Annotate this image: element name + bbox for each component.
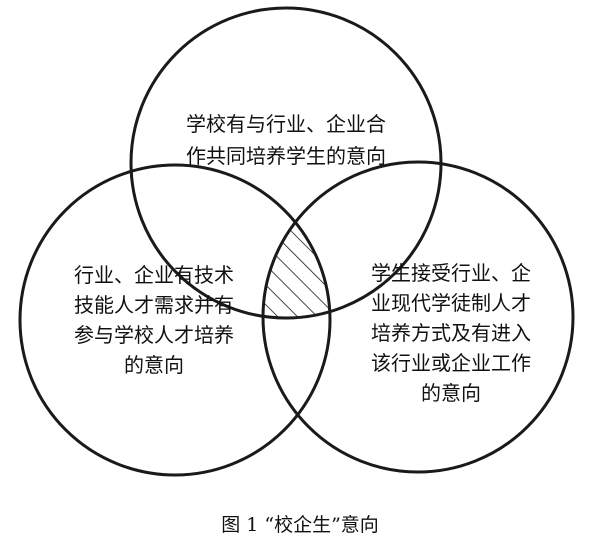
circle-enterprise [18, 163, 332, 477]
enterprise-intention-line-2: 技能人才需求并有 [74, 293, 234, 317]
student-intention-line-2: 业现代学徒制人才 [371, 291, 531, 315]
student-intention-line-4: 该行业或企业工作 [371, 351, 531, 375]
enterprise-intention-line-1: 行业、企业有技术 [74, 263, 234, 287]
school-intention-line-1: 学校有与行业、企业合 [186, 112, 386, 136]
circle-student [261, 160, 575, 474]
student-intention-line-3: 培养方式及有进入 [371, 321, 531, 345]
enterprise-intention-line-4: 的意向 [124, 353, 184, 377]
student-intention-line-1: 学生接受行业、企 [371, 261, 531, 285]
figure-caption: 图 1 “校企生”意向 [221, 514, 379, 536]
student-intention-line-5: 的意向 [421, 381, 481, 405]
school-intention-line-2: 作共同培养学生的意向 [186, 144, 386, 168]
enterprise-intention-line-3: 参与学校人才培养 [74, 323, 234, 347]
